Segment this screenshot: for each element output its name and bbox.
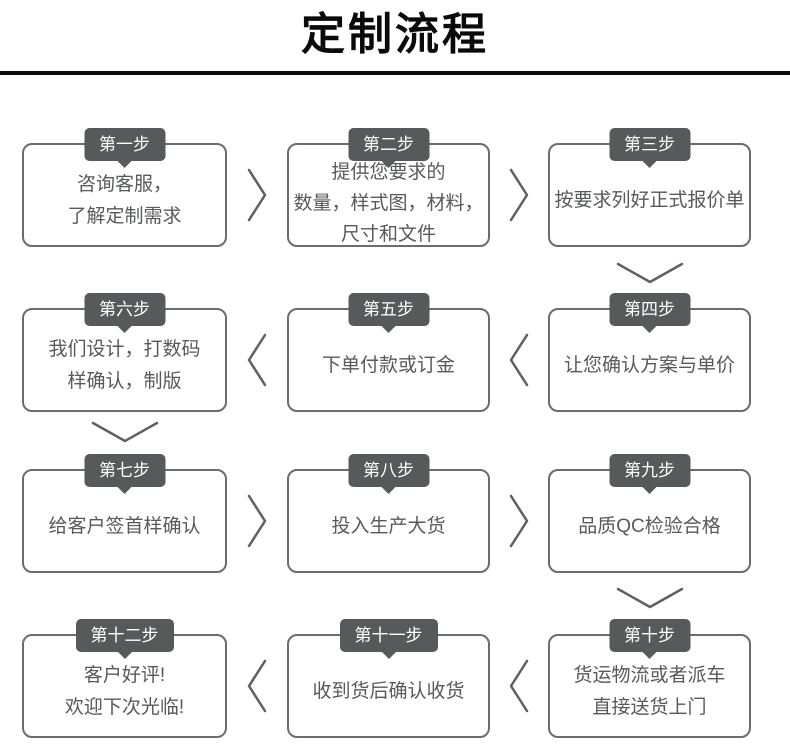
arrow-left-icon (509, 659, 529, 713)
step-4-text: 让您确认方案与单价 (563, 355, 735, 376)
step-11-badge: 第十一步 (339, 619, 438, 652)
step-8-text: 投入生产大货 (331, 516, 446, 537)
step-10-badge: 第十步 (609, 619, 690, 652)
step-2-card: 第二步 提供您要求的 数量，样式图，材料， 尺寸和文件 (287, 128, 490, 247)
step-12-card: 第十二步 客户好评! 欢迎下次光临! (22, 619, 227, 738)
step-6-badge: 第六步 (84, 293, 165, 326)
step-1-text: 咨询客服， 了解定制需求 (67, 174, 182, 227)
step-5-card: 第五步 下单付款或订金 (287, 293, 490, 412)
step-11-card: 第十一步 收到货后确认收货 (287, 619, 490, 738)
step-7-card: 第七步 给客户签首样确认 (22, 454, 227, 573)
step-4-badge: 第四步 (609, 293, 690, 326)
step-12-badge: 第十二步 (75, 619, 174, 652)
arrow-down-icon (91, 421, 159, 443)
title-divider (0, 71, 790, 75)
step-1-badge: 第一步 (84, 128, 165, 161)
arrow-left-icon (509, 333, 529, 387)
step-11-text: 收到货后确认收货 (312, 681, 465, 702)
step-5-text: 下单付款或订金 (321, 355, 455, 376)
arrow-right-icon (247, 168, 267, 222)
step-8-card: 第八步 投入生产大货 (287, 454, 490, 573)
step-3-badge: 第三步 (609, 128, 690, 161)
arrow-left-icon (247, 659, 267, 713)
step-8-badge: 第八步 (348, 454, 429, 487)
arrow-left-icon (247, 333, 267, 387)
step-3-text: 按要求列好正式报价单 (554, 190, 745, 211)
step-2-text: 提供您要求的 数量，样式图，材料， 尺寸和文件 (293, 161, 484, 245)
step-7-badge: 第七步 (84, 454, 165, 487)
step-7-text: 给客户签首样确认 (48, 516, 201, 537)
step-6-text: 我们设计，打数码 样确认，制版 (48, 339, 201, 392)
step-4-card: 第四步 让您确认方案与单价 (548, 293, 751, 412)
step-3-card: 第三步 按要求列好正式报价单 (548, 128, 751, 247)
step-9-badge: 第九步 (609, 454, 690, 487)
step-10-text: 货运物流或者派车 直接送货上门 (573, 665, 726, 718)
arrow-down-icon (616, 262, 684, 284)
step-5-badge: 第五步 (348, 293, 429, 326)
page-title: 定制流程 (301, 10, 489, 59)
step-12-text: 客户好评! 欢迎下次光临! (64, 665, 185, 718)
step-9-card: 第九步 品质QC检验合格 (548, 454, 751, 573)
arrow-down-icon (616, 587, 684, 609)
step-2-badge: 第二步 (348, 128, 429, 161)
step-9-text: 品质QC检验合格 (578, 516, 721, 537)
arrow-right-icon (509, 168, 529, 222)
arrow-right-icon (509, 494, 529, 548)
step-1-card: 第一步 咨询客服， 了解定制需求 (22, 128, 227, 247)
step-10-card: 第十步 货运物流或者派车 直接送货上门 (548, 619, 751, 738)
arrow-right-icon (247, 494, 267, 548)
step-6-card: 第六步 我们设计，打数码 样确认，制版 (22, 293, 227, 412)
